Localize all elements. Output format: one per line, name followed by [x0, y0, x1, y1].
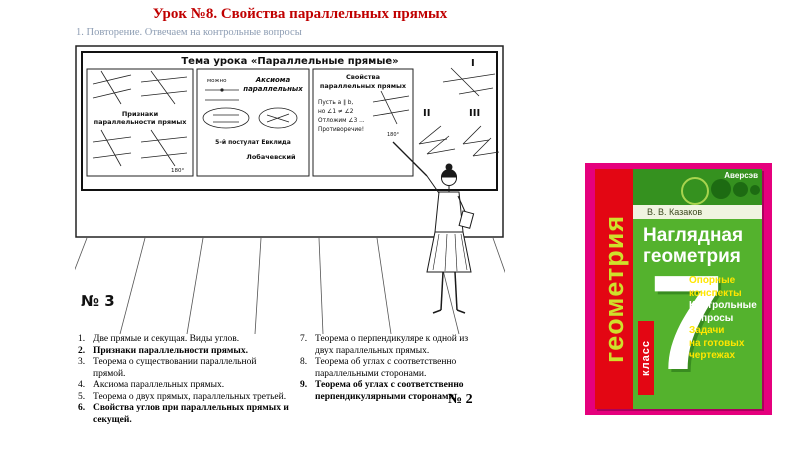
question-item: 7. Теорема о перпендикуляре к одной из д…: [300, 334, 486, 357]
floor-lines: [75, 237, 505, 335]
question-text: Свойства углов при параллельных прямых и…: [93, 403, 289, 426]
blackboard: [81, 51, 498, 191]
question-number: 4.: [78, 380, 86, 391]
roman3-diagram-icon: [462, 125, 500, 157]
questions-left-column: 1. Две прямые и секущая. Виды углов. 2. …: [78, 334, 290, 427]
feature-line: чертежах: [689, 350, 736, 361]
pointer-stick: [392, 141, 428, 177]
grade-number: 7: [649, 247, 725, 398]
panel2-diagrams-icon: [202, 88, 298, 129]
feature-line: Контрольные вопросы: [689, 300, 757, 324]
question-text: Теорема об углах с соответственно паралл…: [315, 357, 457, 379]
question-text: Теорема о двух прямых, параллельных трет…: [93, 391, 287, 402]
question-text: Теорема об углах с соответственно перпен…: [315, 380, 464, 402]
question-item: 8. Теорема об углах с соответственно пар…: [300, 357, 486, 380]
panel2-axiom-line2: параллельных: [243, 85, 303, 93]
question-item: 2. Признаки параллельности прямых.: [78, 346, 290, 358]
panel2-axiom-line1: Аксиома: [255, 76, 291, 84]
book-cover: геометрия Аверсэв В. В. Казаков Наглядна…: [595, 169, 762, 409]
circle-decoration-icon: [711, 179, 731, 199]
section-heading: 1. Повторение. Отвечаем на контрольные в…: [76, 27, 302, 38]
panel1-title-line2: параллельности прямых: [94, 118, 188, 126]
figure-number-2: № 2: [448, 392, 473, 407]
panel3-title-line1: Свойства: [346, 73, 380, 81]
grade-label: класс: [640, 340, 652, 376]
question-item: 3. Теорема о существовании параллельной …: [78, 357, 290, 380]
page-title: Урок №8. Свойства параллельных прямых: [152, 6, 448, 22]
panel3-line3: Отложим ∠3 ...: [318, 117, 365, 124]
book-spine: геометрия: [595, 169, 633, 409]
panel3-diagram-icon: [372, 90, 410, 125]
panel3-angle-label: 180°: [387, 132, 400, 138]
roman2-diagram-icon: [418, 125, 456, 155]
roman1-diagram-icon: [442, 67, 496, 97]
question-item: 5. Теорема о двух прямых, параллельных т…: [78, 392, 290, 404]
feature-line: Опорные конспекты: [689, 275, 742, 299]
question-number: 3.: [78, 357, 86, 368]
panel2-postulate: 5-й постулат Евклида: [215, 139, 291, 146]
book-main: Аверсэв В. В. Казаков Наглядная геометри…: [633, 169, 762, 409]
question-number: 8.: [300, 357, 308, 368]
teacher-figure: [392, 141, 475, 314]
panel-priznaki: [86, 68, 194, 177]
question-text: Теорема о существовании параллельной пря…: [93, 357, 257, 379]
panel1-angle-label: 180°: [171, 168, 184, 174]
question-text: Аксиома параллельных прямых.: [93, 380, 225, 391]
circle-decoration-icon: [750, 185, 760, 195]
panel-aksioma: [196, 68, 310, 177]
book-title-line1: Наглядная: [643, 225, 744, 246]
questions-right-column: 7. Теорема о перпендикуляре к одной из д…: [300, 334, 486, 403]
panel1-diagrams-icon: [92, 70, 188, 167]
book-backdrop: геометрия Аверсэв В. В. Казаков Наглядна…: [585, 163, 772, 415]
panel3-line4: Противоречие!: [318, 127, 364, 133]
panel2-note: можно: [207, 78, 227, 84]
circle-decoration-icon: [681, 177, 709, 205]
book-top-band: Аверсэв: [633, 169, 762, 205]
classroom-svg: Тема урока «Параллельные прямые» Признак…: [75, 45, 505, 335]
question-number: 2.: [78, 345, 86, 356]
panel-svoystva: [312, 68, 414, 177]
book-title-line2: геометрия: [643, 246, 741, 267]
question-number: 9.: [300, 380, 308, 391]
roman-numeral-2: II: [423, 108, 430, 119]
teacher-skirt: [426, 231, 472, 273]
panel3-line2: но ∠1 ≠ ∠2: [318, 108, 354, 115]
question-item: 9. Теорема об углах с соответственно пер…: [300, 380, 486, 403]
book-features: Опорные конспекты Контрольные вопросы За…: [689, 275, 761, 363]
question-text: Теорема о перпендикуляре к одной из двух…: [315, 334, 469, 356]
panel3-title-line2: параллельных прямых: [320, 82, 407, 90]
feature-line: на готовых: [689, 337, 745, 349]
question-number: 1.: [78, 334, 86, 344]
question-text: Две прямые и секущая. Виды углов.: [93, 334, 240, 344]
roman-numeral-1: I: [471, 58, 475, 69]
classroom-illustration: Тема урока «Параллельные прямые» Признак…: [75, 44, 505, 336]
panel1-title-line1: Признаки: [122, 110, 159, 118]
question-number: 5.: [78, 391, 86, 402]
question-text: Признаки параллельности прямых.: [93, 345, 248, 356]
question-number: 7.: [300, 334, 308, 344]
board-title: Тема урока «Параллельные прямые»: [181, 56, 398, 67]
question-item: 1. Две прямые и секущая. Виды углов.: [78, 334, 290, 346]
feature-line: Задачи: [689, 325, 725, 336]
panel3-line1: Пусть a ∥ b,: [318, 99, 353, 106]
grade-banner: класс: [638, 321, 654, 395]
circle-decoration-icon: [733, 182, 748, 197]
publisher-logo: Аверсэв: [724, 171, 758, 180]
figure-number: № 3: [81, 292, 115, 310]
book-author: В. В. Казаков: [633, 205, 762, 219]
panel2-scientist: Лобачевский: [246, 153, 296, 161]
roman-numeral-3: III: [469, 108, 480, 119]
book-title: Наглядная геометрия: [643, 225, 743, 267]
teacher-book: [458, 210, 475, 229]
question-item: 4. Аксиома параллельных прямых.: [78, 380, 290, 392]
question-item: 6. Свойства углов при параллельных прямы…: [78, 403, 290, 426]
question-number: 6.: [78, 403, 86, 414]
book-spine-title: геометрия: [599, 214, 629, 364]
